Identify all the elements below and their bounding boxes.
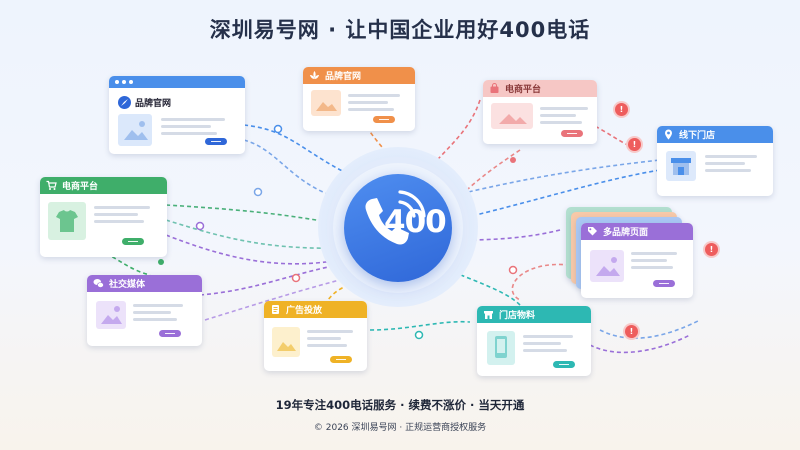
storefront-icon	[483, 309, 494, 320]
page-title: 深圳易号网 · 让中国企业用好400电话	[209, 18, 591, 42]
node-ecommerce-top: 电商平台	[483, 80, 597, 144]
action-button[interactable]	[205, 138, 227, 145]
node-label: 门店物料	[499, 311, 536, 321]
node-ecommerce-left: 电商平台	[40, 177, 167, 257]
browser-bar	[109, 76, 245, 88]
action-button[interactable]	[330, 356, 352, 363]
node-label: 线下门店	[679, 131, 716, 141]
chat-bubbles-icon	[93, 278, 104, 289]
location-pin-icon	[663, 129, 674, 140]
node-brand-site: 品牌官网	[303, 67, 415, 131]
node-label: 品牌官网	[325, 72, 362, 82]
image-placeholder-icon	[272, 327, 300, 357]
image-placeholder-icon	[590, 250, 624, 282]
action-button[interactable]	[561, 130, 583, 137]
footer-slogan: 19年专注400电话服务 · 续费不涨价 · 当天开通	[275, 398, 525, 412]
node-label: 社交媒体	[109, 280, 146, 290]
node-store-materials: 门店物料	[477, 306, 591, 376]
node-label: 广告投放	[286, 306, 323, 316]
image-placeholder-icon	[96, 301, 126, 329]
compass-icon	[118, 96, 131, 109]
document-icon	[270, 304, 281, 315]
node-multi-brand-page: 多品牌页面	[581, 223, 693, 298]
phone-device-icon	[487, 331, 515, 365]
phone-icon	[365, 190, 426, 245]
alert-icon: !	[705, 243, 718, 256]
center-number: 400	[384, 204, 447, 240]
node-social-media: 社交媒体	[87, 275, 202, 346]
node-label: 品牌官网	[135, 99, 172, 109]
footer-copyright: © 2026 深圳易号网 · 正规运营商授权服务	[313, 423, 487, 433]
tshirt-icon	[48, 202, 86, 240]
action-button[interactable]	[553, 361, 575, 368]
tag-icon	[587, 226, 598, 237]
storefront-icon	[666, 151, 696, 181]
action-button[interactable]	[373, 116, 395, 123]
node-label: 电商平台	[62, 182, 99, 192]
node-advertising: 广告投放	[264, 301, 367, 371]
action-button[interactable]	[122, 238, 144, 245]
lotus-icon	[309, 70, 320, 81]
image-placeholder-icon	[118, 114, 152, 146]
node-label: 电商平台	[505, 85, 542, 95]
action-button[interactable]	[653, 280, 675, 287]
node-brand-site-browser: 品牌官网	[109, 76, 245, 154]
alert-icon: !	[628, 138, 641, 151]
node-offline-store: 线下门店	[657, 126, 773, 196]
image-placeholder-icon	[491, 103, 533, 129]
action-button[interactable]	[159, 330, 181, 337]
node-label: 多品牌页面	[603, 228, 649, 238]
alert-icon: !	[625, 325, 638, 338]
shopping-cart-icon	[46, 180, 57, 191]
shopping-bag-icon	[489, 83, 500, 94]
alert-icon: !	[615, 103, 628, 116]
image-placeholder-icon	[311, 90, 341, 116]
